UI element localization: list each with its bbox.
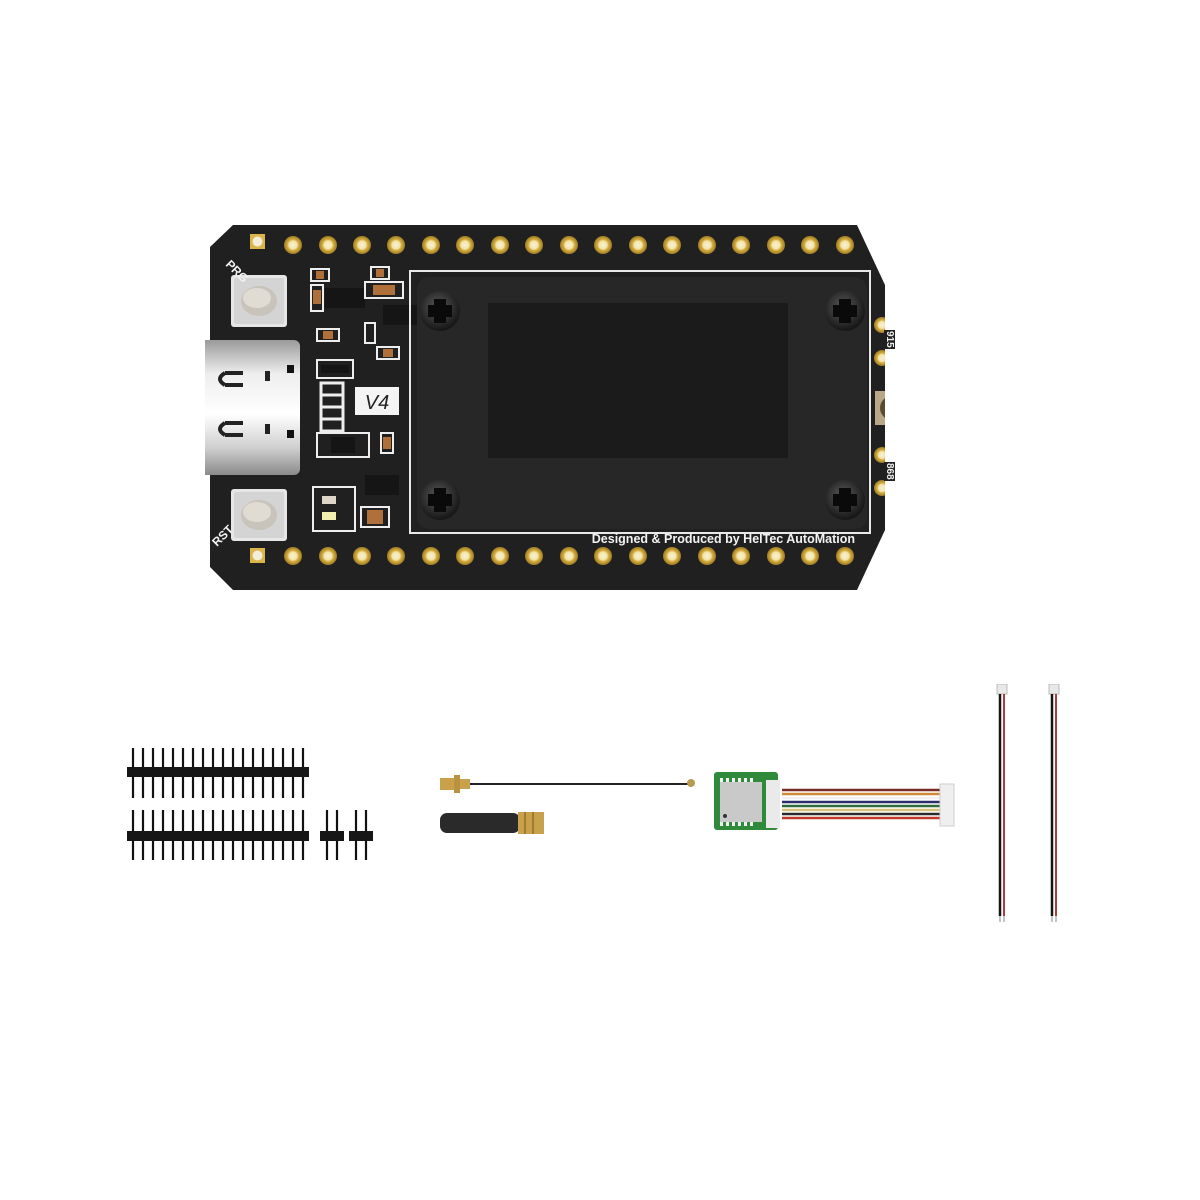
gnss-module-with-ribbon-cable <box>712 770 962 840</box>
ipex-to-sma-pigtail-cable <box>438 770 698 800</box>
oled-display <box>409 270 871 534</box>
two-wire-jst-cable <box>1048 684 1060 924</box>
sma-antenna <box>440 808 552 838</box>
right-pins <box>874 317 885 496</box>
screw-icon <box>825 291 865 331</box>
smd-components <box>310 266 423 532</box>
freq-label-915: 915 <box>884 330 895 349</box>
screw-icon <box>420 480 460 520</box>
top-pin-row <box>250 234 854 254</box>
screw-icon <box>825 480 865 520</box>
usb-c-port[interactable] <box>205 340 300 475</box>
oled-screen <box>488 303 788 458</box>
bottom-pin-row <box>250 547 854 565</box>
screw-icon <box>420 291 460 331</box>
pin-header-short <box>320 810 344 860</box>
rst-button[interactable] <box>231 489 287 541</box>
ipex-antenna-connector[interactable] <box>875 391 885 425</box>
pin-header-long <box>125 810 310 860</box>
version-label: V4 <box>355 387 399 415</box>
freq-label-868: 868 <box>884 462 895 481</box>
board-svg: V4 Designed & Produc <box>205 225 885 590</box>
pin-header-long <box>125 748 310 798</box>
two-wire-jst-cable <box>996 684 1008 924</box>
manufacturer-text: Designed & Produced by HelTec AutoMation <box>592 532 855 546</box>
dev-board: V4 Designed & Produc <box>205 225 885 590</box>
prg-button[interactable] <box>231 275 287 327</box>
svg-text:V4: V4 <box>365 392 389 414</box>
pin-header-short <box>349 810 373 860</box>
